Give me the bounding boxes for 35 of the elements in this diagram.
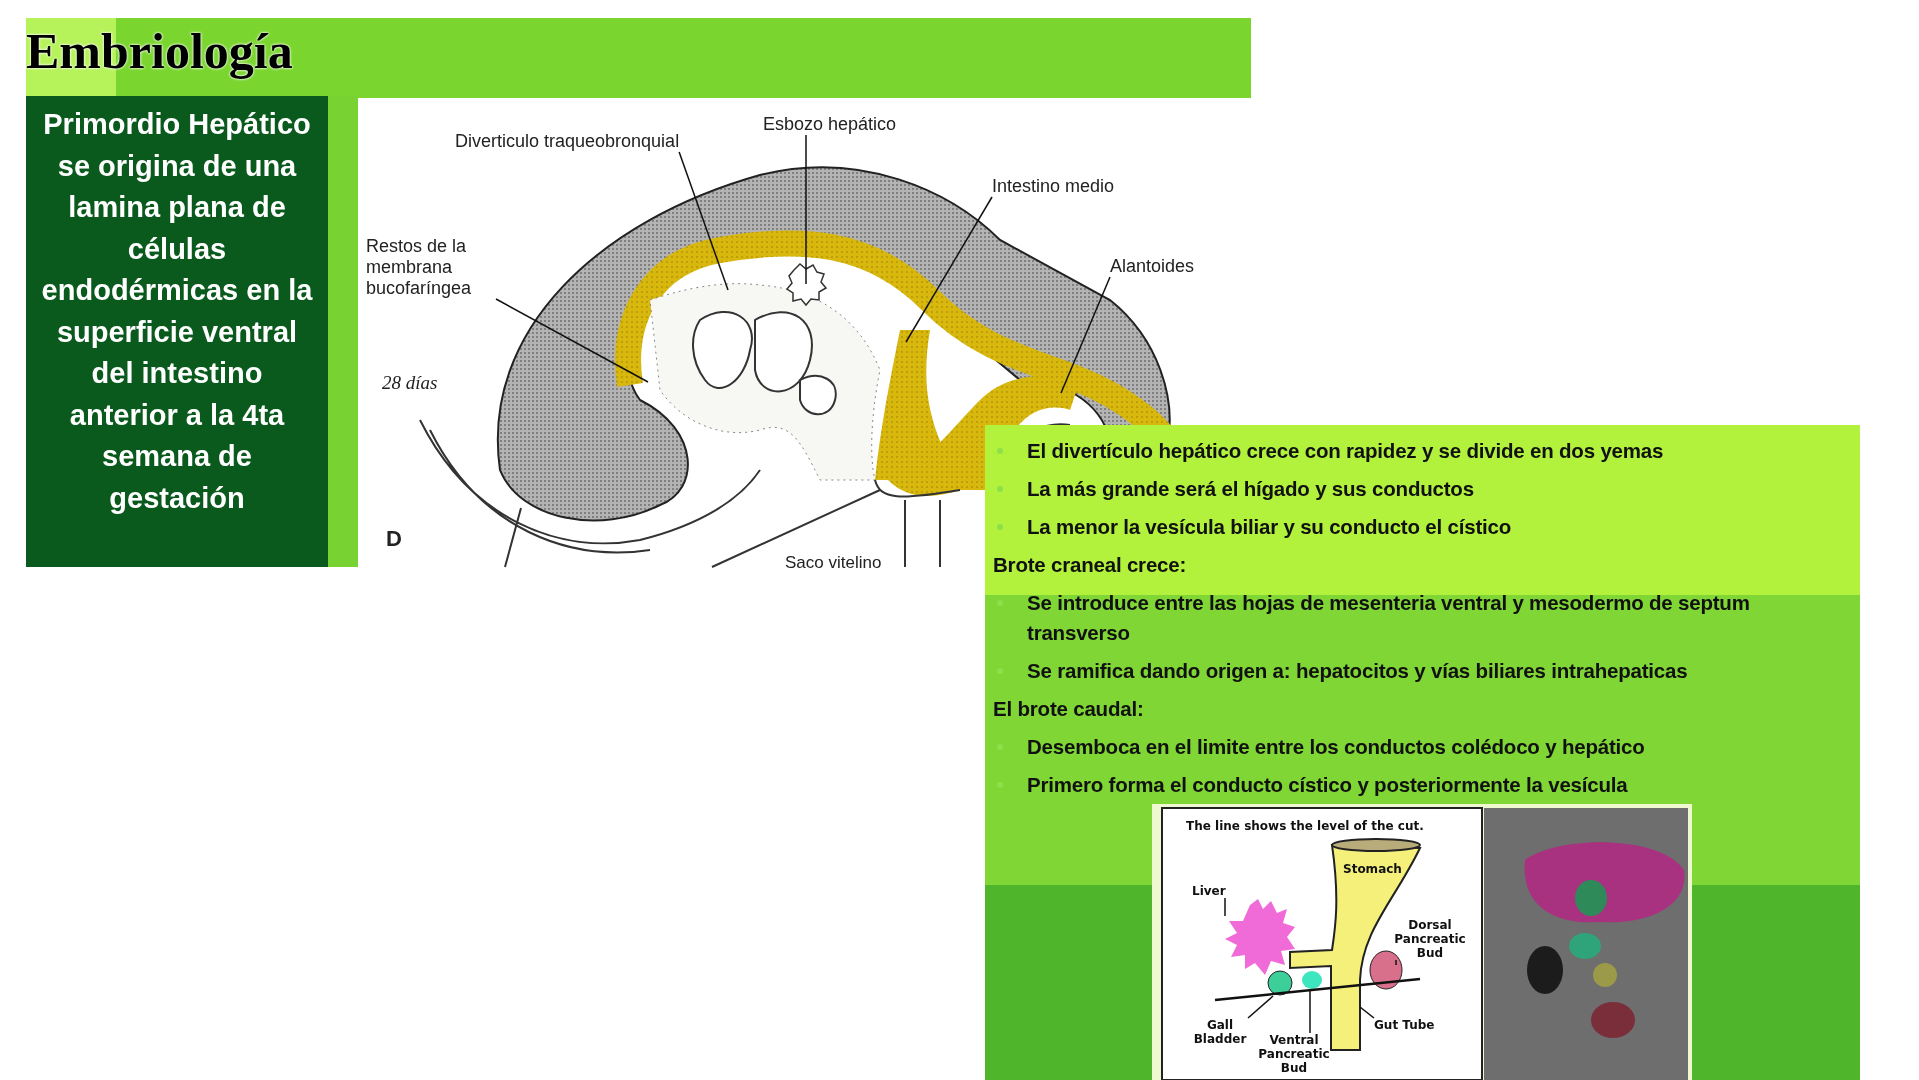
bullet-text: Primero forma el conducto cístico y posteriormente la vesícula: [1027, 773, 1628, 796]
figure-caption: The line shows the level of the cut.: [1186, 819, 1424, 833]
text-panel: [26, 96, 328, 567]
bullet-text: La menor la vesícula biliar y su conducto el cístico: [1027, 515, 1512, 538]
callout-label: Intestino medio: [992, 176, 1115, 197]
bullet-text: Se ramifica dando origen a: hepatocitos y vías biliares intrahepaticas: [1027, 659, 1688, 682]
callout-label: Restos de la membrana bucofaríngea: [366, 236, 496, 299]
callout-label: Stomach: [1343, 862, 1402, 876]
callout-label: Liver: [1192, 884, 1226, 898]
callout-label: Gut Tube: [1374, 1018, 1435, 1032]
callout-label: Gall Bladder: [1192, 1018, 1248, 1046]
slide-title: Embriología: [26, 22, 293, 80]
callout-label: Dorsal Pancreatic Bud: [1388, 918, 1472, 960]
leader-line: [1309, 990, 1311, 1034]
text-panel: [985, 425, 1860, 805]
panel-text: Primordio Hepático se origina de una lamina plana de células endodérmicas en la superficie ventral del intestino anterior a la 4ta semana de gestación: [40, 107, 314, 516]
callout-label: Esbozo hepático: [763, 114, 897, 135]
leader-line: [1395, 959, 1397, 966]
callout-label: Alantoides: [1110, 256, 1195, 277]
leader-line: [495, 298, 649, 383]
leader-line: [1359, 1006, 1375, 1019]
leader-line: [678, 151, 729, 291]
leader-line: [1224, 897, 1226, 917]
bullet-text: Se introduce entre las hojas de mesenteria ventral y mesodermo de septum transverso: [1027, 591, 1750, 644]
bullet-text: El divertículo hepático crece con rapidez y se divide en dos yemas: [1027, 439, 1664, 462]
figure-label: 28 días: [382, 372, 438, 393]
section-heading: Brote craneal crece:: [993, 553, 1187, 576]
panel-letter: D: [386, 528, 402, 549]
callout-label: Ventral Pancreatic Bud: [1252, 1033, 1336, 1075]
section-heading: El brote caudal:: [993, 697, 1144, 720]
callout-label: Diverticulo traqueobronquial: [455, 131, 680, 152]
bullet-text: Desemboca en el limite entre los conductos colédoco y hepático: [1027, 735, 1645, 758]
bullet-text: La más grande será el hígado y sus conductos: [1027, 477, 1474, 500]
leader-line: [805, 134, 807, 285]
leader-line: [1247, 995, 1274, 1019]
